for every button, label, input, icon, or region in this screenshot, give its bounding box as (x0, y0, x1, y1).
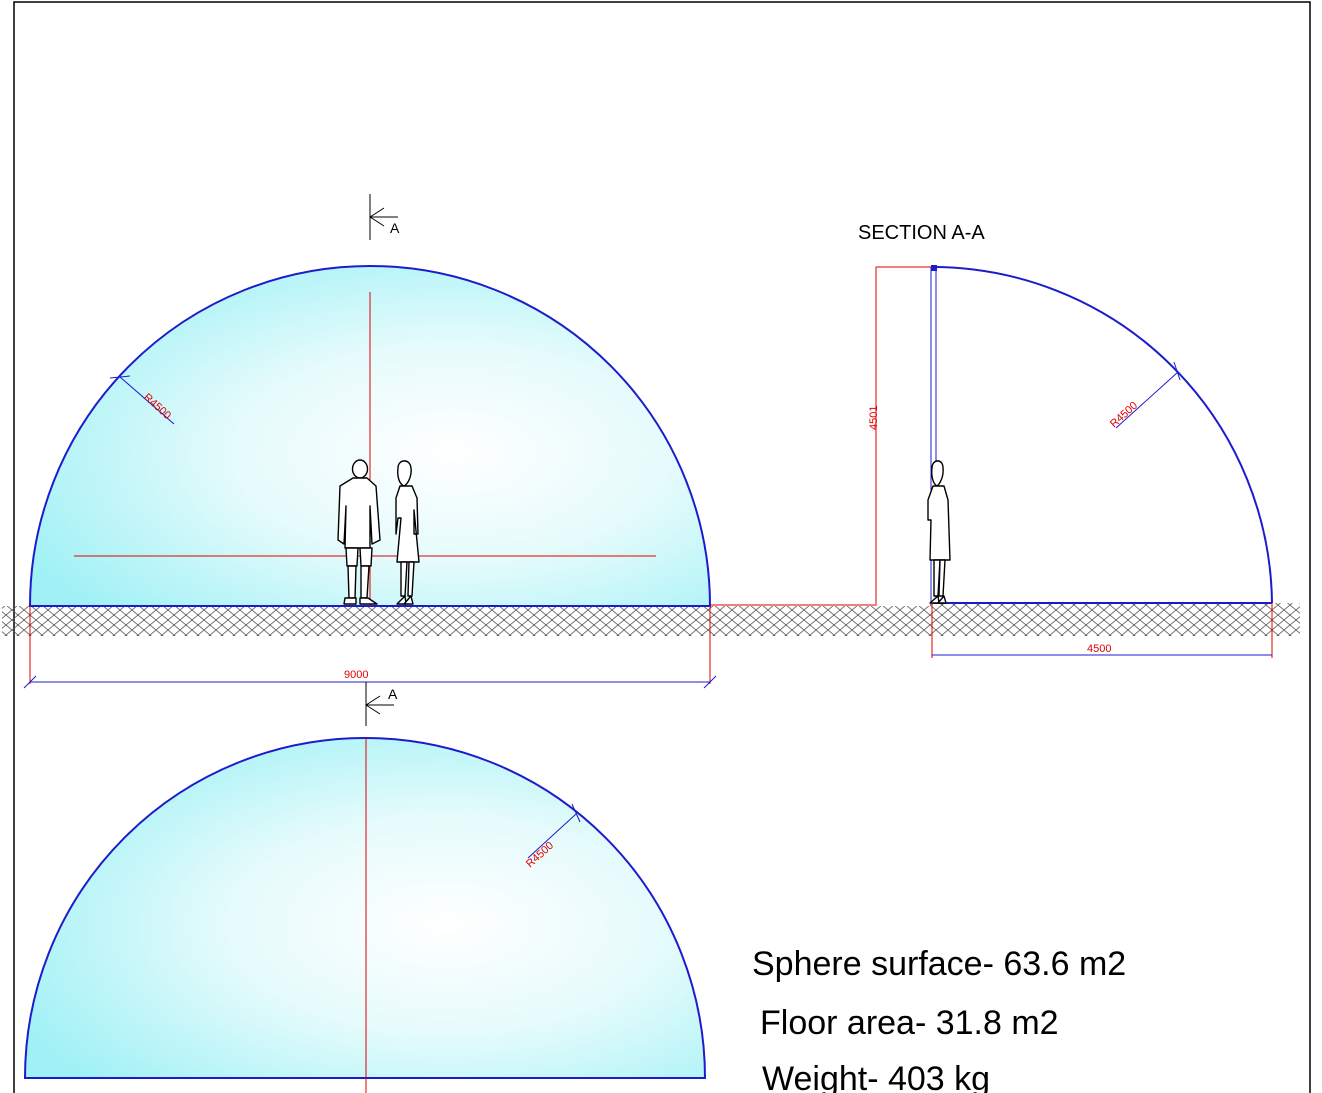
section-title: SECTION A-A (858, 222, 985, 244)
section-mark-top: A (369, 194, 400, 240)
section-mark-bottom-letter: A (388, 686, 398, 702)
person-man (337, 459, 381, 605)
front-elevation: R4500 9000 (23, 265, 717, 689)
section-radius-label: R4500 (1108, 400, 1140, 431)
specs-block: Sphere surface- 63.6 m2 Floor area- 31.8… (752, 945, 1126, 1093)
ground-hatch-section (930, 603, 1300, 636)
person-woman-section (927, 460, 951, 604)
front-width-label: 9000 (344, 669, 368, 681)
section-view: SECTION A-A 4501 R4500 4500 (858, 222, 1273, 658)
spec-sphere-surface: Sphere surface- 63.6 m2 (752, 945, 1126, 983)
plan-radius-leader (527, 813, 577, 859)
spec-floor-area: Floor area- 31.8 m2 (760, 1004, 1059, 1042)
front-radius-leader (119, 376, 175, 425)
spec-weight: Weight- 403 kg (762, 1060, 990, 1093)
plan-dome (23, 737, 707, 1079)
plan-view: R4500 (23, 737, 707, 1093)
person-woman (395, 460, 420, 605)
section-mark-bottom: A (365, 682, 398, 726)
section-width-label: 4500 (1087, 643, 1111, 655)
section-radius-leader (1115, 371, 1179, 429)
section-height-label: 4501 (868, 406, 880, 430)
sheet-frame (13, 1, 1311, 1093)
ground-hatch (2, 606, 930, 636)
section-dome (931, 266, 1273, 604)
section-mark-top-letter: A (390, 220, 400, 236)
